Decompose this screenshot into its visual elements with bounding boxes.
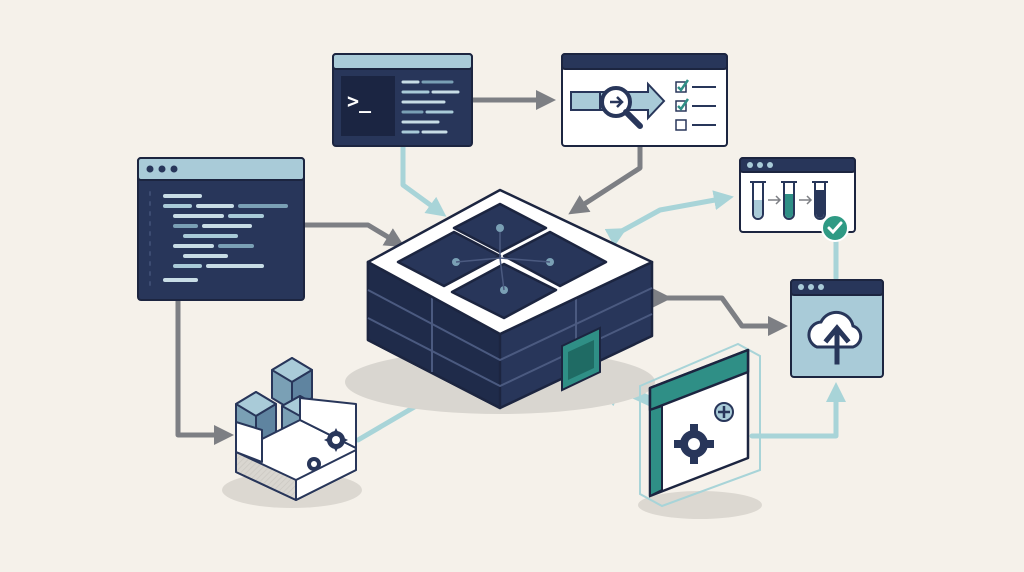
cloud-upload-icon	[807, 310, 863, 365]
hub-icon	[366, 188, 654, 410]
test-tubes-window[interactable]	[739, 157, 856, 242]
arrow-editor-to-hub	[301, 222, 405, 248]
config-gears-window[interactable]	[638, 342, 762, 519]
terminal-prompt: >_	[347, 89, 372, 113]
gear-icon	[307, 428, 348, 471]
terminal-icon	[401, 80, 460, 134]
connector-arrows	[175, 90, 846, 445]
window-dot	[767, 162, 773, 168]
window-dot	[146, 165, 154, 173]
arrow-hub-to-tests	[604, 190, 734, 247]
cloud-upload-window[interactable]	[790, 279, 884, 378]
window-dot	[757, 162, 763, 168]
gear-icon	[674, 402, 734, 464]
window-dot	[818, 284, 824, 290]
arrow-terminal-to-hub	[400, 144, 447, 217]
magnifier-checklist-icon	[570, 79, 716, 131]
test-tube-icon	[750, 181, 828, 220]
arrow-checklist-to-hub	[568, 144, 643, 215]
arrow-config-to-cloud	[749, 382, 846, 439]
window-dot	[808, 284, 814, 290]
code-editor-icon	[149, 191, 288, 293]
terminal-window[interactable]: >_	[332, 53, 473, 147]
window-dot	[798, 284, 804, 290]
window-dot	[170, 165, 178, 173]
check-badge-icon	[821, 214, 849, 242]
inspection-checklist-window[interactable]	[561, 53, 728, 147]
package-box[interactable]	[222, 357, 362, 508]
arrow-editor-to-package	[175, 297, 234, 445]
arrow-hub-to-cloud	[652, 288, 788, 336]
window-dot	[158, 165, 166, 173]
central-hub[interactable]	[345, 188, 655, 414]
package-box-icon	[235, 357, 357, 501]
code-editor-window[interactable]	[137, 157, 305, 301]
hub-port	[561, 326, 601, 392]
window-dot	[747, 162, 753, 168]
